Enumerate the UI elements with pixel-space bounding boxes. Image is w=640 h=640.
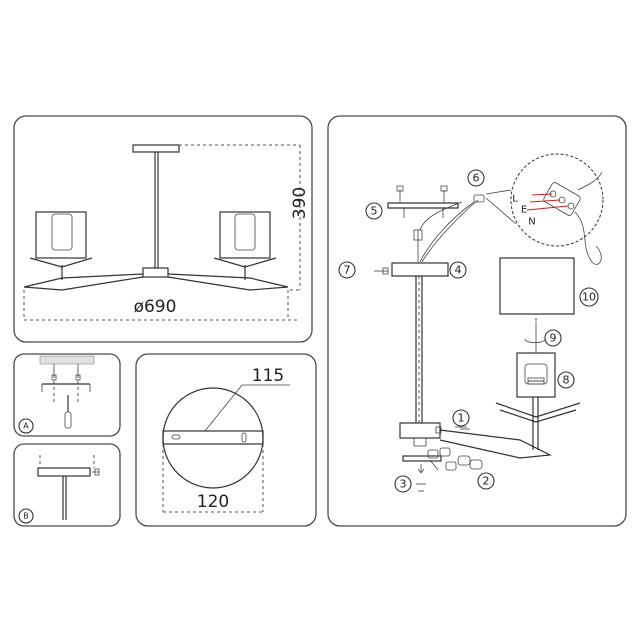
panel-detail-a-frame	[13, 353, 121, 437]
step-10-marker: 10	[579, 287, 599, 307]
lamp-shade	[499, 257, 575, 315]
step-10-label: 10	[582, 291, 596, 304]
panel-detail-a: A	[13, 353, 121, 437]
step-5-marker: 5	[365, 202, 383, 220]
panel-detail-b-frame	[13, 443, 121, 527]
bottom-cap	[402, 455, 442, 462]
step-2-marker: 2	[477, 472, 495, 490]
height-label: 390	[290, 187, 310, 219]
canopy-plate	[37, 467, 91, 477]
detail-b-label: B	[23, 512, 29, 521]
center-hub	[142, 267, 169, 278]
step-3-label: 3	[400, 478, 407, 491]
step-1-label: 1	[458, 412, 465, 425]
detail-a-label: A	[23, 422, 29, 431]
mounting-strip	[162, 430, 264, 445]
wire-label-l: L	[512, 194, 518, 205]
step-4-label: 4	[455, 264, 462, 277]
step-5-label: 5	[371, 205, 378, 218]
canopy-disc	[162, 387, 264, 489]
ceiling-surface	[39, 355, 95, 365]
lamp-holder-assembly	[495, 300, 581, 450]
step-6-label: 6	[473, 172, 480, 185]
step-8-marker: 8	[557, 371, 575, 389]
wiring-zoom: L E N	[485, 153, 604, 265]
lampholder-parts	[427, 447, 483, 471]
arrow-down-icon	[417, 464, 425, 474]
detail-a-marker	[18, 418, 34, 434]
step-4-marker: 4	[449, 261, 467, 279]
panel-dimensions: 390 ø690	[13, 115, 313, 343]
panel-assembly: L E N 1 2 3 4 5 6	[327, 115, 627, 527]
plate-depth-label: 115	[252, 366, 284, 386]
left-shade	[29, 211, 93, 280]
step-9-marker: 9	[544, 329, 562, 347]
terminal-block-small	[473, 194, 485, 203]
wire-label-n: N	[528, 217, 535, 228]
right-shade	[213, 211, 277, 280]
rotate-arrow-icon	[524, 338, 546, 344]
panel-detail-b: B	[13, 443, 121, 527]
step-3-marker: 3	[394, 475, 412, 493]
diameter-label: ø690	[134, 297, 177, 317]
step-1-marker: 1	[452, 409, 470, 428]
step-8-label: 8	[563, 374, 570, 387]
step-7-marker: 7	[338, 261, 356, 279]
assembly-arm	[439, 429, 553, 459]
plate-width-label: 120	[197, 492, 229, 512]
screwdriver-icon	[64, 395, 72, 429]
wire-label-e: E	[521, 205, 527, 216]
step-2-label: 2	[483, 475, 490, 488]
panel-plate: 115 120	[135, 353, 317, 527]
supply-wire	[421, 199, 479, 263]
fixing-screw-icon	[92, 468, 100, 476]
right-arm	[167, 273, 289, 291]
left-arm	[23, 273, 144, 291]
step-9-label: 9	[550, 332, 557, 345]
strip-slot-right	[241, 432, 247, 443]
detail-b-marker	[18, 508, 34, 524]
strip-slot-left	[171, 434, 181, 440]
canopy-body	[391, 262, 449, 277]
step-6-marker: 6	[467, 169, 485, 187]
ceiling-bracket	[387, 185, 459, 218]
step-7-label: 7	[344, 264, 351, 277]
ceiling-canopy	[132, 144, 180, 153]
